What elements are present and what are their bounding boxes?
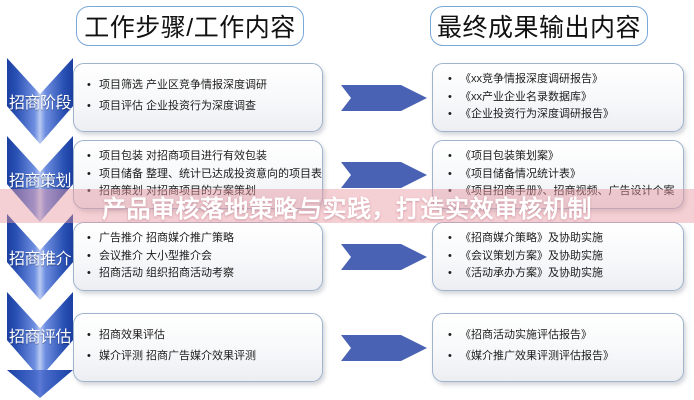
outputs-item: 《招商活动实施评估报告》 <box>445 325 677 346</box>
connector-arrow-1-icon <box>341 85 427 111</box>
stage-label-3: 招商推介 <box>8 251 72 268</box>
steps-box-1: 项目筛选 产业区竞争情报深度调研 项目评估 企业投资行为深度调查 <box>73 63 323 132</box>
steps-item: 招商效果评估 <box>86 325 316 346</box>
steps-item: 项目包装 对招商项目进行有效包装 <box>86 148 316 166</box>
outputs-item: 《项目储备情况统计表》 <box>445 166 677 184</box>
outputs-item: 《xx产业企业名录数据库》 <box>445 89 677 107</box>
steps-item: 招商策划 对招商项目的方案策划 <box>86 183 316 201</box>
steps-item: 项目评估 企业投资行为深度调查 <box>86 96 316 117</box>
steps-box-4: 招商效果评估 媒介评测 招商广告媒介效果评测 <box>73 313 323 382</box>
steps-item: 招商活动 组织招商活动考察 <box>86 265 316 283</box>
outputs-box-1: 《xx竞争情报深度调研报告》 《xx产业企业名录数据库》 《企业投资行为深度调研… <box>432 63 684 132</box>
steps-item: 项目筛选 产业区竞争情报深度调研 <box>86 75 316 96</box>
steps-box-3: 广告推介 招商媒介推广策略 会议推介 大小型推介会 招商活动 组织招商活动考察 <box>73 222 323 291</box>
outputs-item: 《企业投资行为深度调研报告》 <box>445 106 677 124</box>
stage-label-4: 招商评估 <box>8 329 72 346</box>
outputs-box-2: 《项目包装策划案》 《项目储备情况统计表》 《项目招商手册》、招商视频、广告设计… <box>432 140 684 209</box>
steps-item: 项目储备 整理、统计已达成投资意向的项目表 <box>86 166 322 184</box>
connector-arrow-3-icon <box>341 244 427 270</box>
connector-arrow-4-icon <box>341 335 427 361</box>
outputs-item: 《媒介推广效果评测评估报告》 <box>445 346 677 367</box>
stage-chevron-tail-icon <box>7 370 73 398</box>
outputs-item: 《会议策划方案》及协助实施 <box>445 248 677 266</box>
outputs-item: 《项目招商手册》、招商视频、广告设计个案 <box>445 183 677 201</box>
column-header-left: 工作步骤/工作内容 <box>76 6 304 46</box>
outputs-box-4: 《招商活动实施评估报告》 《媒介推广效果评测评估报告》 <box>432 313 684 382</box>
outputs-item: 《活动承办方案》及协助实施 <box>445 265 677 283</box>
steps-box-2: 项目包装 对招商项目进行有效包装 项目储备 整理、统计已达成投资意向的项目表 招… <box>73 140 323 209</box>
column-header-right: 最终成果输出内容 <box>430 6 648 46</box>
steps-item: 媒介评测 招商广告媒介效果评测 <box>86 346 316 367</box>
stage-chevron-band <box>7 58 73 398</box>
stage-label-2: 招商策划 <box>8 173 72 190</box>
steps-item: 会议推介 大小型推介会 <box>86 248 316 266</box>
overlay-banner-text: 产品审核落地策略与实践，打造实效审核机制 <box>102 195 592 223</box>
connector-arrow-2-icon <box>341 162 427 188</box>
outputs-item: 《xx竞争情报深度调研报告》 <box>445 71 677 89</box>
outputs-box-3: 《招商媒介策略》及协助实施 《会议策划方案》及协助实施 《活动承办方案》及协助实… <box>432 222 684 291</box>
outputs-item: 《项目包装策划案》 <box>445 148 677 166</box>
overlay-banner: 产品审核落地策略与实践，打造实效审核机制 <box>0 189 694 223</box>
steps-item: 广告推介 招商媒介推广策略 <box>86 230 316 248</box>
outputs-item: 《招商媒介策略》及协助实施 <box>445 230 677 248</box>
stage-label-1: 招商阶段 <box>8 95 72 112</box>
